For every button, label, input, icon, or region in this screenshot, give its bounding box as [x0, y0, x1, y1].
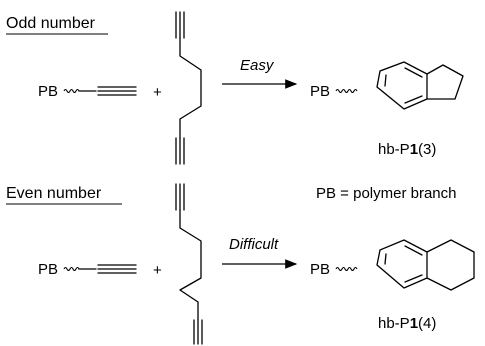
odd-reactant-pb-alkyne: PB — [38, 83, 137, 100]
even-product-wavy-bond — [335, 266, 358, 272]
odd-plus-sign: + — [153, 84, 162, 101]
even-number-section: Even number PB = polymer branch PB + — [6, 183, 475, 345]
even-number-heading: Even number — [6, 185, 102, 202]
even-product-benzene-ring — [376, 239, 428, 289]
even-reactant-pb-alkyne: PB — [38, 261, 137, 278]
odd-diyne-top-triple-bond — [175, 11, 185, 39]
even-condition-label: Difficult — [229, 236, 279, 253]
even-product-name: hb-P1(4) — [378, 315, 436, 332]
odd-reactant-pb-label: PB — [38, 83, 58, 100]
even-product-cyclohexane-ring — [426, 239, 475, 291]
odd-diyne-chain — [179, 37, 202, 139]
odd-product-benzene-ring — [376, 61, 428, 110]
odd-product-pb-label: PB — [310, 83, 330, 100]
odd-reactant-wavy-bond — [63, 88, 80, 94]
odd-product-wavy-bond — [335, 88, 358, 94]
even-plus-sign: + — [153, 262, 162, 279]
odd-number-section: Odd number PB + — [6, 11, 464, 165]
odd-reactant-triple-bond — [97, 86, 137, 96]
even-reactant-wavy-bond — [63, 266, 80, 272]
odd-diyne-bottom-triple-bond — [175, 137, 185, 165]
odd-product-indane: PB — [310, 61, 464, 110]
even-product-pb-label: PB — [310, 261, 330, 278]
odd-product-cyclopentane-ring — [426, 64, 464, 100]
odd-condition-label: Easy — [240, 57, 275, 74]
odd-product-name: hb-P1(3) — [378, 141, 436, 158]
odd-number-heading: Odd number — [6, 15, 96, 32]
polymer-branch-legend: PB = polymer branch — [316, 185, 457, 202]
even-diyne-reagent — [175, 183, 203, 345]
even-product-tetralin: PB — [310, 239, 475, 291]
even-diyne-bottom-triple-bond — [193, 319, 203, 345]
even-diyne-chain — [179, 209, 202, 321]
even-reactant-pb-label: PB — [38, 261, 58, 278]
odd-diyne-reagent — [175, 11, 202, 165]
even-reactant-triple-bond — [97, 264, 137, 274]
even-diyne-top-triple-bond — [175, 183, 185, 211]
